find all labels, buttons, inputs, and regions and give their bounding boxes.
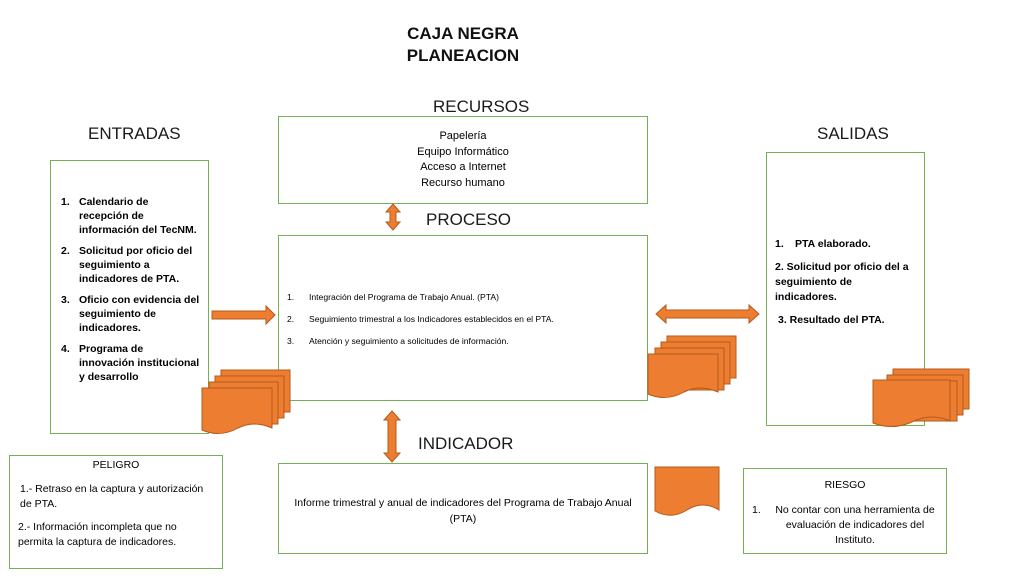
salida-item: 3. Resultado del PTA. <box>778 314 885 326</box>
entrada-number: 2. <box>61 245 70 257</box>
entrada-text: Solicitud por oficio del seguimiento a i… <box>79 245 193 285</box>
salidas-box: 1. PTA elaborado. 2. Solicitud por ofici… <box>766 152 925 426</box>
salida-item: 1. PTA elaborado. <box>775 237 916 252</box>
entradas-box: 1. Calendario de recepción de información… <box>50 160 209 434</box>
peligro-item: 2.- Información incompleta que no permit… <box>18 521 177 548</box>
multi-document-icon <box>647 335 737 398</box>
proceso-number: 3. <box>287 336 295 346</box>
entrada-number: 3. <box>61 294 70 306</box>
double-arrow-icon <box>655 303 760 325</box>
entrada-text: Calendario de recepción de información d… <box>79 196 197 236</box>
entrada-text: Programa de innovación institucional y d… <box>79 343 200 383</box>
entrada-item: 2. Solicitud por oficio del seguimiento a… <box>61 244 200 286</box>
entrada-text: Oficio con evidencia del seguimiento de … <box>79 294 200 334</box>
recurso-item: Equipo Informático <box>417 145 509 158</box>
indicador-heading: INDICADOR <box>418 434 514 453</box>
riesgo-number: 1. <box>752 504 761 516</box>
indicador-text: Informe trimestral y anual de indicadore… <box>294 497 632 525</box>
proceso-item: 1. Integración del Programa de Trabajo An… <box>287 292 637 302</box>
peligro-item: 1.- Retraso en la captura y autorización… <box>20 483 204 510</box>
recurso-item: Acceso a Internet <box>420 161 506 173</box>
riesgo-item: 1. No contar con una herramienta de eval… <box>752 503 938 548</box>
title-line-1: CAJA NEGRA <box>407 24 519 43</box>
entrada-number: 4. <box>61 343 70 355</box>
entrada-item: 3. Oficio con evidencia del seguimiento d… <box>61 293 200 335</box>
title-line-2: PLANEACION <box>406 46 520 65</box>
proceso-heading: PROCESO <box>426 210 512 229</box>
recursos-heading: RECURSOS <box>433 97 530 116</box>
proceso-number: 2. <box>287 314 295 324</box>
proceso-text: Integración del Programa de Trabajo Anua… <box>309 292 499 302</box>
right-arrow-icon <box>211 304 276 326</box>
vertical-double-arrow-icon <box>384 203 402 231</box>
proceso-item: 3. Atención y seguimiento a solicitudes d… <box>287 336 637 346</box>
recursos-box: Papelería Equipo Informático Acceso a In… <box>278 116 648 204</box>
salida-text: PTA elaborado. <box>795 238 871 250</box>
indicador-box: Informe trimestral y anual de indicadore… <box>278 463 648 554</box>
riesgo-box: RIESGO 1. No contar con una herramienta … <box>743 468 947 554</box>
diagram-title: CAJA NEGRA PLANEACION <box>300 24 626 66</box>
proceso-text: Atención y seguimiento a solicitudes de … <box>309 336 509 346</box>
document-icon <box>654 466 720 516</box>
entrada-number: 1. <box>61 196 70 208</box>
entradas-heading: ENTRADAS <box>88 124 181 143</box>
riesgo-text: No contar con una herramienta de evaluac… <box>775 504 935 546</box>
proceso-number: 1. <box>287 292 295 302</box>
recurso-item: Papelería <box>439 130 487 142</box>
proceso-box: 1. Integración del Programa de Trabajo An… <box>278 235 648 401</box>
proceso-item: 2. Seguimiento trimestral a los Indicador… <box>287 314 637 324</box>
salidas-heading: SALIDAS <box>817 124 889 143</box>
entrada-item: 4. Programa de innovación institucional y… <box>61 342 200 384</box>
peligro-box: PELIGRO 1.- Retraso en la captura y auto… <box>9 455 223 569</box>
salida-number: 1. <box>775 238 784 250</box>
peligro-title: PELIGRO <box>92 459 140 471</box>
riesgo-title: RIESGO <box>824 479 866 491</box>
salida-item: 2. Solicitud por oficio del a seguimient… <box>775 261 909 303</box>
recurso-item: Recurso humano <box>421 176 505 189</box>
proceso-text: Seguimiento trimestral a los Indicadores… <box>309 314 554 324</box>
multi-document-icon <box>201 369 291 434</box>
vertical-double-arrow-icon <box>382 410 402 463</box>
entrada-item: 1. Calendario de recepción de información… <box>61 195 200 237</box>
